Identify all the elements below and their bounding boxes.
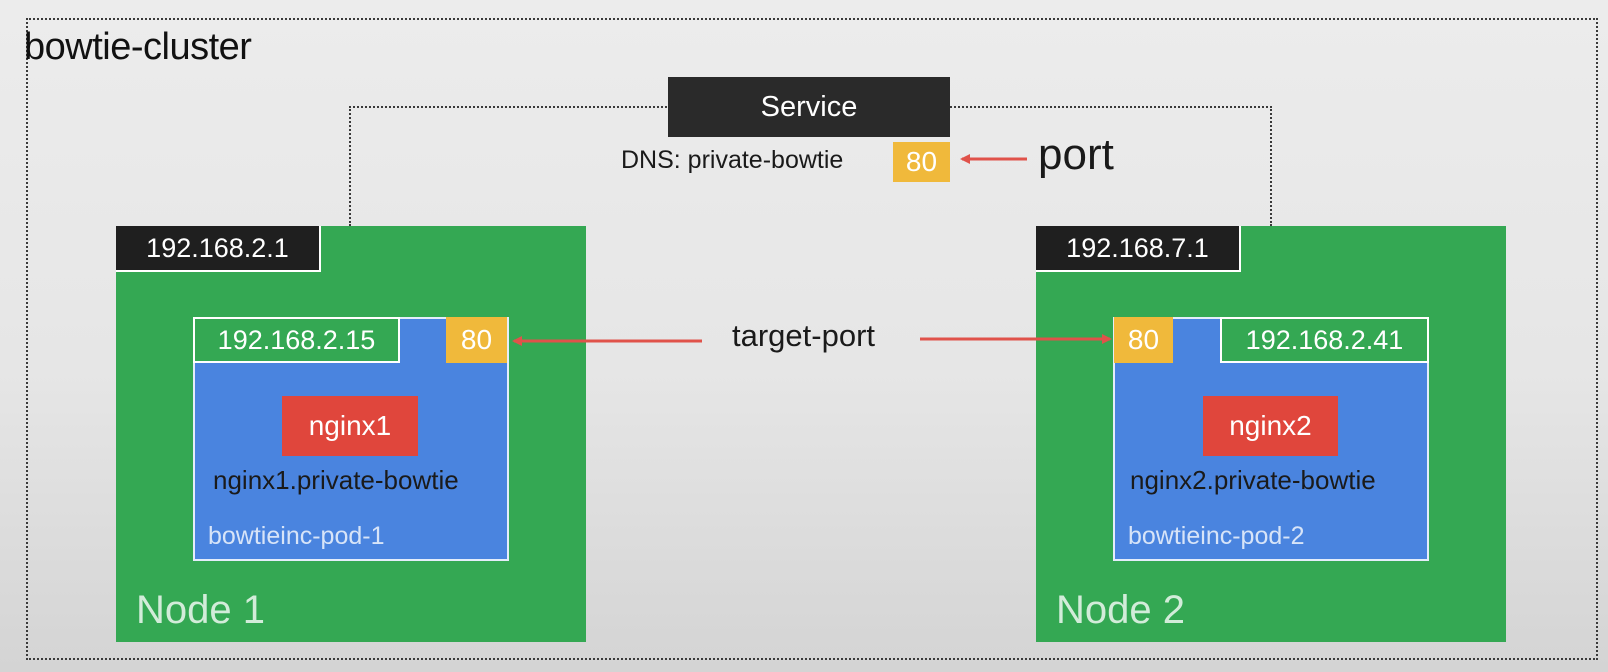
service-box[interactable]: Service	[668, 77, 950, 137]
pod-1-name: bowtieinc-pod-1	[208, 522, 385, 550]
pod-2-name: bowtieinc-pod-2	[1128, 522, 1305, 550]
container-nginx2[interactable]: nginx2	[1203, 396, 1338, 456]
pod-2-target-port: 80	[1114, 317, 1173, 363]
pod-1-target-port: 80	[446, 317, 507, 363]
cluster-boundary	[26, 18, 1598, 660]
node-1-label: Node 1	[136, 588, 265, 632]
pod-2-ip: 192.168.2.41	[1220, 317, 1429, 363]
pod-1-dns-name: nginx1.private-bowtie	[213, 465, 459, 495]
node-1-ip: 192.168.2.1	[116, 226, 321, 272]
service-connector-left	[349, 106, 671, 226]
pod-2-dns-name: nginx2.private-bowtie	[1130, 465, 1376, 495]
service-dns-label: DNS: private-bowtie	[621, 146, 844, 174]
target-port-label: target-port	[732, 318, 876, 353]
node-2-ip: 192.168.7.1	[1036, 226, 1241, 272]
pod-1-ip: 192.168.2.15	[193, 317, 400, 363]
port-label: port	[1038, 130, 1114, 179]
service-connector-right	[930, 106, 1272, 226]
cluster-label: bowtie-cluster	[24, 26, 252, 68]
container-nginx1[interactable]: nginx1	[282, 396, 418, 456]
node-2-label: Node 2	[1056, 588, 1185, 632]
service-port-box: 80	[893, 142, 950, 182]
